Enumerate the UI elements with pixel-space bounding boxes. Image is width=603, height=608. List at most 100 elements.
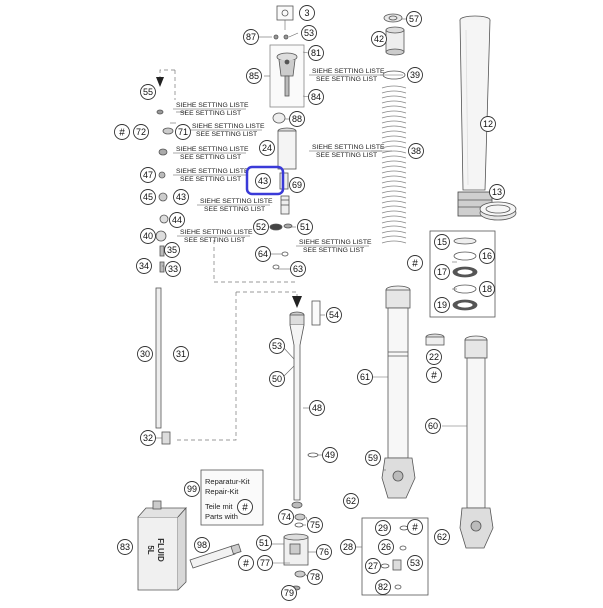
callout-circle xyxy=(434,529,450,545)
callout-c62a[interactable]: 62 xyxy=(343,493,359,509)
callout-circle xyxy=(184,481,200,497)
callout-number: 22 xyxy=(429,352,439,362)
callout-c72[interactable]: 72 xyxy=(133,124,149,140)
hash-marker-h22[interactable]: # xyxy=(426,367,442,383)
callout-c32[interactable]: 32 xyxy=(140,430,156,446)
callout-circle xyxy=(289,111,305,127)
callout-c62b[interactable]: 62 xyxy=(434,529,450,545)
callout-number: 3 xyxy=(304,8,309,18)
callout-c50[interactable]: 50 xyxy=(269,371,285,387)
callout-c81[interactable]: 81 xyxy=(308,45,324,61)
callout-c71[interactable]: 71 xyxy=(175,124,191,140)
callout-c85[interactable]: 85 xyxy=(246,68,262,84)
callout-c27[interactable]: 27 xyxy=(365,558,381,574)
callout-c33[interactable]: 33 xyxy=(165,261,181,277)
callout-c55[interactable]: 55 xyxy=(140,84,156,100)
callout-c17[interactable]: 17 xyxy=(434,264,450,280)
callout-number: 51 xyxy=(300,222,310,232)
callout-c84[interactable]: 84 xyxy=(308,89,324,105)
hash-marker-h29[interactable]: # xyxy=(407,519,423,535)
callout-number: 57 xyxy=(409,14,419,24)
callout-c57[interactable]: 57 xyxy=(406,11,422,27)
callout-circle xyxy=(140,84,156,100)
callout-c82[interactable]: 82 xyxy=(375,579,391,595)
hash-marker-h72[interactable]: # xyxy=(114,124,130,140)
hash-marker-h99[interactable]: # xyxy=(237,499,253,515)
callout-c19[interactable]: 19 xyxy=(434,297,450,313)
hash-marker-h15[interactable]: # xyxy=(407,255,423,271)
callout-c88[interactable]: 88 xyxy=(289,111,305,127)
callout-c34[interactable]: 34 xyxy=(136,258,152,274)
callout-c26[interactable]: 26 xyxy=(378,539,394,555)
callout-number: 76 xyxy=(319,547,329,557)
callout-number: 13 xyxy=(492,187,502,197)
callout-c99[interactable]: 99 xyxy=(184,481,200,497)
callout-c75[interactable]: 75 xyxy=(307,517,323,533)
callout-c53b[interactable]: 53 xyxy=(269,338,285,354)
callout-c78[interactable]: 78 xyxy=(307,569,323,585)
callout-c79[interactable]: 79 xyxy=(281,585,297,601)
callout-c35[interactable]: 35 xyxy=(164,242,180,258)
callout-c22[interactable]: 22 xyxy=(426,349,442,365)
callout-c24[interactable]: 24 xyxy=(259,140,275,156)
callout-c15[interactable]: 15 xyxy=(434,234,450,250)
spring-coil xyxy=(381,165,407,169)
note-line-en: SEE SETTING LIST xyxy=(184,237,245,244)
callout-c30[interactable]: 30 xyxy=(137,346,153,362)
callout-c98[interactable]: 98 xyxy=(194,537,210,553)
callout-c48[interactable]: 48 xyxy=(309,400,325,416)
callout-c28[interactable]: 28 xyxy=(340,539,356,555)
callout-c40[interactable]: 40 xyxy=(140,228,156,244)
callout-c63[interactable]: 63 xyxy=(290,261,306,277)
callout-c16[interactable]: 16 xyxy=(479,248,495,264)
callout-c44[interactable]: 44 xyxy=(169,212,185,228)
callout-c31[interactable]: 31 xyxy=(173,346,189,362)
callout-c29[interactable]: 29 xyxy=(375,520,391,536)
callout-c52[interactable]: 52 xyxy=(253,219,269,235)
callout-c69[interactable]: 69 xyxy=(289,177,305,193)
callout-number: 62 xyxy=(346,496,356,506)
callout-c61[interactable]: 61 xyxy=(357,369,373,385)
note-line-de: SIEHE SETTING LISTE xyxy=(312,144,385,151)
callout-c42[interactable]: 42 xyxy=(371,31,387,47)
callout-c74[interactable]: 74 xyxy=(278,509,294,525)
callout-c53c[interactable]: 53 xyxy=(407,555,423,571)
washer-51a xyxy=(283,223,293,229)
callout-c64[interactable]: 64 xyxy=(255,246,271,262)
callout-number: 78 xyxy=(310,572,320,582)
callout-c53a[interactable]: 53 xyxy=(301,25,317,41)
note-line-de: SIEHE SETTING LISTE xyxy=(180,229,253,236)
callout-c43b[interactable]: 43 xyxy=(173,189,189,205)
callout-c39[interactable]: 39 xyxy=(407,67,423,83)
callout-circle xyxy=(269,371,285,387)
callout-c87[interactable]: 87 xyxy=(243,29,259,45)
callout-circle xyxy=(434,297,450,313)
note-line-de: SIEHE SETTING LISTE xyxy=(192,123,265,130)
callout-number: 53 xyxy=(410,558,420,568)
callout-c49[interactable]: 49 xyxy=(322,447,338,463)
callout-c54[interactable]: 54 xyxy=(326,307,342,323)
callout-c18[interactable]: 18 xyxy=(479,281,495,297)
callout-c38[interactable]: 38 xyxy=(408,143,424,159)
callout-c43a[interactable]: 43 xyxy=(255,173,271,189)
callout-c45[interactable]: 45 xyxy=(140,189,156,205)
hash-marker-h77[interactable]: # xyxy=(238,555,254,571)
callout-c76[interactable]: 76 xyxy=(316,544,332,560)
callout-c51b[interactable]: 51 xyxy=(256,535,272,551)
hash-symbol: # xyxy=(412,259,418,270)
callout-c77[interactable]: 77 xyxy=(257,555,273,571)
callout-c60[interactable]: 60 xyxy=(425,418,441,434)
callout-circle xyxy=(340,539,356,555)
spring-coil xyxy=(381,185,407,189)
callout-c12[interactable]: 12 xyxy=(480,116,496,132)
callout-c83[interactable]: 83 xyxy=(117,539,133,555)
note-line-de: SIEHE SETTING LISTE xyxy=(176,102,249,109)
callout-circle xyxy=(136,258,152,274)
callout-c3[interactable]: 3 xyxy=(299,5,315,21)
callout-c51a[interactable]: 51 xyxy=(297,219,313,235)
callout-c47[interactable]: 47 xyxy=(140,167,156,183)
callout-c59[interactable]: 59 xyxy=(365,450,381,466)
callout-circle xyxy=(371,31,387,47)
callout-c13[interactable]: 13 xyxy=(489,184,505,200)
